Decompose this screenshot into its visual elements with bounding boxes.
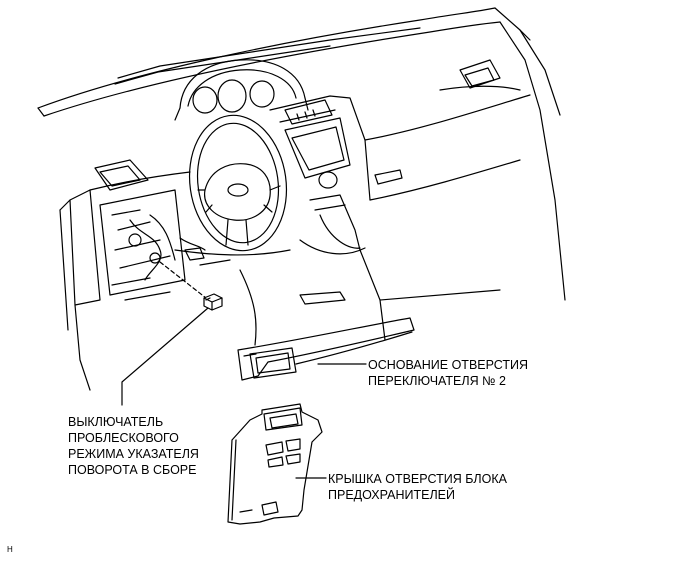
fuse-cover-part <box>228 404 322 524</box>
switch-base-part <box>238 318 414 380</box>
cover-label-line-1: КРЫШКА ОТВЕРСТИЯ БЛОКА <box>328 472 507 486</box>
location-dashed-line <box>160 262 206 298</box>
lower-left-panel <box>60 160 205 390</box>
lower-dashboard <box>125 250 345 345</box>
switch-label-line-1: ВЫКЛЮЧАТЕЛЬ <box>68 415 164 429</box>
instrument-cluster <box>175 60 308 120</box>
dashboard-top <box>38 8 565 300</box>
cover-label-line-2: ПРЕДОХРАНИТЕЛЕЙ <box>328 488 455 502</box>
switch-label-line-4: ПОВОРОТА В СБОРЕ <box>68 463 197 477</box>
center-console <box>270 96 370 254</box>
steering-wheel <box>181 109 295 257</box>
switch-base-label: ОСНОВАНИЕ ОТВЕРСТИЯ ПЕРЕКЛЮЧАТЕЛЯ № 2 <box>368 357 528 389</box>
switch-label-line-2: ПРОБЛЕСКОВОГО <box>68 431 179 445</box>
turn-signal-switch <box>204 294 222 310</box>
base-label-line-2: ПЕРЕКЛЮЧАТЕЛЯ № 2 <box>368 374 506 388</box>
figure-code: H <box>7 545 13 554</box>
switch-label-line-3: РЕЖИМА УКАЗАТЕЛЯ <box>68 447 199 461</box>
switch-assembly-label: ВЫКЛЮЧАТЕЛЬ ПРОБЛЕСКОВОГО РЕЖИМА УКАЗАТЕ… <box>68 414 199 478</box>
switch-leader-line <box>122 308 208 405</box>
dashboard-right <box>360 60 530 340</box>
fuse-cover-label: КРЫШКА ОТВЕРСТИЯ БЛОКА ПРЕДОХРАНИТЕЛЕЙ <box>328 471 507 503</box>
base-label-line-1: ОСНОВАНИЕ ОТВЕРСТИЯ <box>368 358 529 372</box>
